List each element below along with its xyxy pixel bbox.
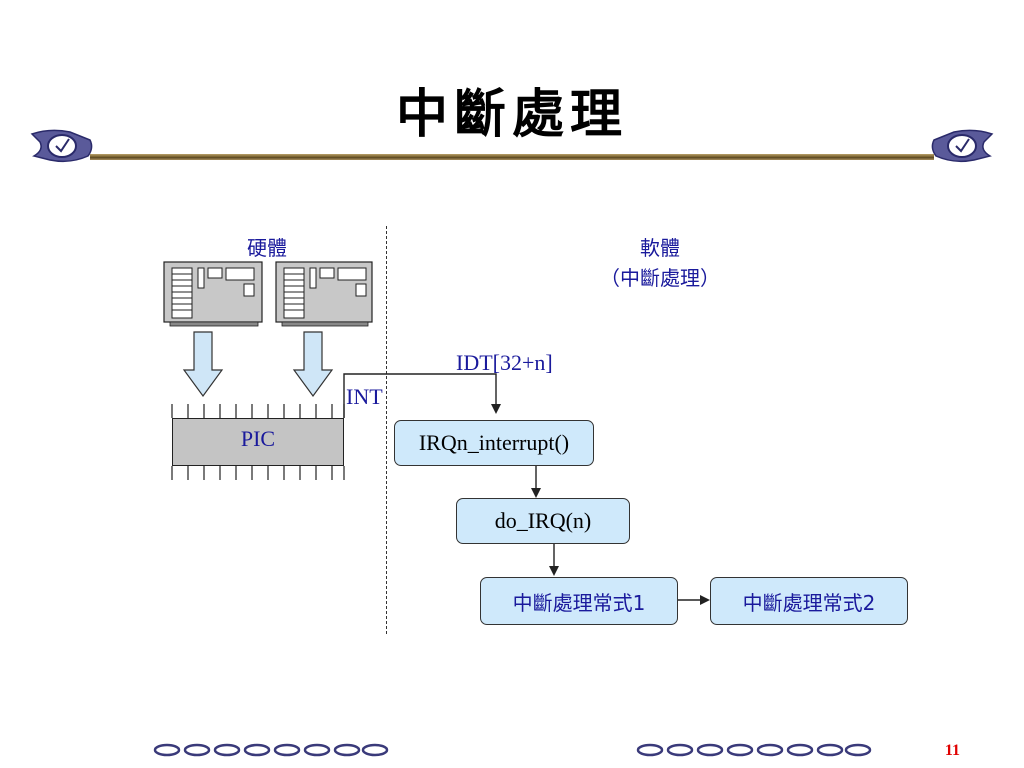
irq-interrupt-box: IRQn_interrupt() [394,420,594,466]
int-to-idt-connector [343,373,497,418]
device-icon-1 [163,261,263,327]
footer-chain-ornament-right [636,743,872,757]
arrowhead [491,404,501,414]
device1-to-pic-arrow [182,331,224,398]
pic-pins-bottom [171,466,345,480]
footer-chain-ornament-left [153,743,389,757]
clock-emblem-icon-right [931,129,994,163]
device-icon-2 [275,261,373,327]
hardware-label: 硬體 [247,236,287,260]
software-label: 軟體 [640,236,680,260]
handler2-box: 中斷處理常式2 [710,577,908,625]
handler1-box: 中斷處理常式1 [480,577,678,625]
pic-label: PIC [240,426,276,451]
int-label: INT [346,384,383,409]
hardware-software-divider [386,226,387,634]
do-irq-box: do_IRQ(n) [456,498,630,544]
clock-emblem-icon-left [30,129,93,163]
page-number: 11 [944,742,960,759]
idt-label: IDT[32+n] [456,350,553,375]
slide-title: 中斷處理 [395,84,628,145]
device2-to-pic-arrow [292,331,334,398]
software-sublabel: （中斷處理） [600,266,720,290]
pic-chip [172,418,344,466]
title-rule [90,154,934,160]
pic-pins-top [171,404,345,418]
